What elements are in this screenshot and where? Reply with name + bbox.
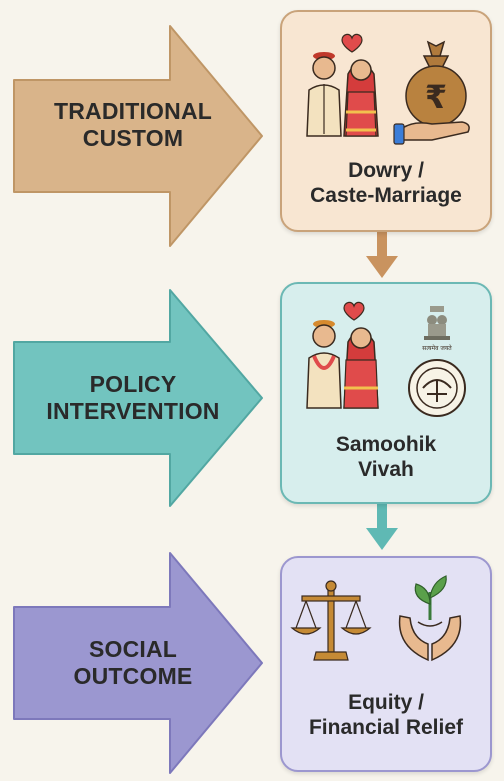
box-2-illustration: सत्यमेव जयते xyxy=(306,301,466,417)
box-3-illustration xyxy=(290,575,462,662)
arrow-label-line: CUSTOM xyxy=(82,125,184,151)
policy-intervention-label: POLICY INTERVENTION xyxy=(18,371,248,425)
connector-arrow-1 xyxy=(366,228,398,278)
arrow-label-line: OUTCOME xyxy=(73,663,193,689)
money-bag-icon: ₹ xyxy=(405,40,467,127)
heart-icon xyxy=(341,33,363,53)
heart-icon xyxy=(343,301,365,321)
box-label-line: Equity / xyxy=(348,691,424,714)
arrow-label-line: INTERVENTION xyxy=(46,398,220,424)
couple-icon xyxy=(306,52,379,137)
rupee-icon: ₹ xyxy=(425,78,447,116)
box-label-line: Samoohik xyxy=(335,433,437,456)
box-label-line: Financial Relief xyxy=(308,716,464,739)
dowry-caste-marriage-label: Dowry / Caste-Marriage xyxy=(282,158,490,208)
traditional-custom-arrow xyxy=(13,25,263,247)
box-label-line: Caste-Marriage xyxy=(310,184,462,207)
dowry-caste-marriage-box: ₹ Dowry / Caste-Marriage xyxy=(280,10,492,232)
box-1-illustration: ₹ xyxy=(306,33,470,145)
equity-financial-relief-box: Equity / Financial Relief xyxy=(280,556,492,772)
box-label-line: Dowry / xyxy=(348,159,424,182)
samoohik-vivah-label: Samoohik Vivah xyxy=(282,432,490,482)
equity-financial-relief-label: Equity / Financial Relief xyxy=(282,690,490,740)
arrow-label-line: SOCIAL xyxy=(88,636,178,662)
state-seal-icon xyxy=(408,359,466,417)
arrow-label-line: TRADITIONAL xyxy=(53,98,213,124)
couple-icon xyxy=(306,320,379,409)
samoohik-vivah-box: सत्यमेव जयते Samoohik Vivah xyxy=(280,282,492,504)
arrow-label-line: POLICY xyxy=(89,371,177,397)
connector-arrow-2 xyxy=(366,500,398,550)
svg-text:सत्यमेव जयते: सत्यमेव जयते xyxy=(422,344,452,352)
state-emblem-icon: सत्यमेव जयते xyxy=(422,306,452,352)
balance-scale-icon xyxy=(290,580,372,661)
box-label-line: Vivah xyxy=(358,458,414,481)
social-outcome-label: SOCIAL OUTCOME xyxy=(18,636,248,690)
hands-with-sprout-icon xyxy=(398,575,462,662)
hand-icon xyxy=(399,121,470,141)
social-outcome-arrow xyxy=(13,552,263,774)
policy-intervention-arrow xyxy=(13,289,263,507)
traditional-custom-label: TRADITIONAL CUSTOM xyxy=(18,98,248,152)
